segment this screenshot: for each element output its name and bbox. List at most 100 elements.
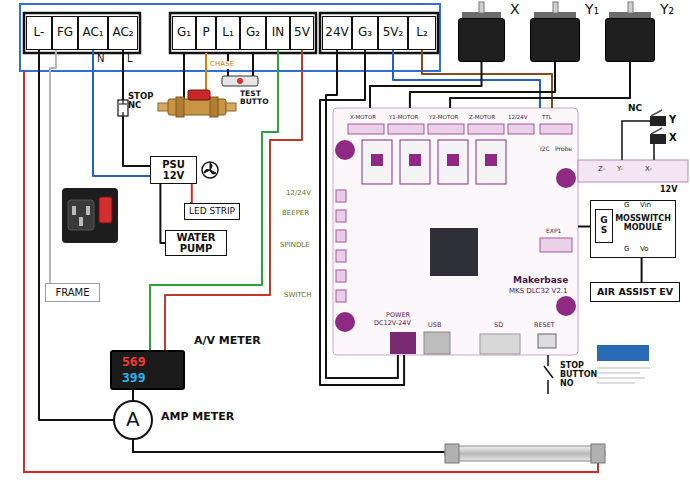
terminal: AC₁: [78, 16, 108, 50]
label-anchor: NC: [628, 104, 642, 114]
mount-hole: [335, 140, 355, 160]
node-text: X: [510, 2, 520, 17]
limit-connector-strip: [578, 160, 688, 182]
text-anchor: A/V METER: [194, 335, 261, 347]
label-anchor: SWITCH: [284, 292, 311, 300]
inlet-pin: [72, 206, 76, 215]
wire: [450, 62, 630, 108]
motor-shaft: [553, 2, 558, 13]
driver-chip: [409, 154, 421, 166]
node-text: PSU 12V: [151, 159, 196, 181]
node-text: 5V₂: [383, 26, 404, 39]
node-text: LED STRIP: [189, 207, 235, 217]
stop-button-symbol: [544, 355, 553, 394]
node-text: P: [202, 26, 209, 39]
label: Y1-MOTOR: [389, 114, 418, 120]
exp-connector: [540, 238, 572, 252]
label: Vo: [640, 246, 649, 254]
sensor-wire: [183, 53, 185, 99]
stepper-driver: [476, 140, 506, 184]
power-supply: PSU 12V: [150, 156, 197, 184]
motor-connector: [348, 124, 384, 134]
inlet-socket: [68, 200, 94, 230]
node-text: 399: [122, 371, 145, 385]
label: Probe: [555, 146, 572, 153]
node-text: 24V: [325, 26, 348, 39]
water-pump: WATER PUMP: [165, 230, 227, 256]
node-text: MKS DLC32 V2.1: [509, 288, 568, 296]
node-text: AC₁: [82, 26, 103, 39]
text-anchor: 399: [122, 371, 145, 385]
terminal-frame: [20, 4, 440, 71]
test-button: [222, 76, 258, 86]
fan-blades: [204, 163, 216, 174]
label-anchor: Vo: [640, 246, 649, 254]
label-anchor: Z-MOTOR: [469, 114, 495, 120]
label-anchor: Y2-MOTOR: [429, 114, 458, 120]
fan-icon: [202, 162, 218, 178]
node-text: A: [126, 408, 140, 430]
power-jack: [390, 332, 416, 354]
node-text: Y₂: [660, 2, 674, 17]
label-anchor: 12/24V: [508, 114, 528, 120]
terminal-group: [170, 13, 316, 53]
sensor-wire: [205, 53, 207, 90]
mcu-chip: [430, 228, 478, 276]
label-anchor: 12/24V: [286, 190, 311, 198]
label: G: [624, 246, 629, 254]
wire: [410, 62, 555, 108]
wire: [320, 50, 404, 385]
terminal: L-: [26, 16, 52, 50]
terminal: AC₂: [108, 16, 138, 50]
terminal: 5V₂: [378, 16, 408, 50]
power-connector: [508, 124, 534, 134]
frame-ground: FRAME: [45, 283, 100, 302]
wire: [190, 184, 192, 203]
node-text: IN: [272, 26, 285, 39]
node-text: 5V: [294, 26, 310, 39]
label-anchor: L: [127, 53, 133, 64]
label: Y: [669, 114, 676, 125]
label-anchor: 12V: [660, 186, 677, 195]
volt-amp-meter: 569399A/V METER: [110, 350, 185, 390]
terminal: FG: [52, 16, 78, 50]
tube-cap: [445, 444, 459, 463]
label: SPINDLE: [280, 242, 310, 250]
label: X: [669, 132, 677, 143]
label: POWER: [386, 312, 410, 319]
label-anchor: Vin: [640, 202, 651, 210]
wire: [150, 50, 278, 350]
label: L: [127, 53, 133, 64]
terminal: P: [196, 16, 216, 50]
flow-sensor-barb: [226, 103, 236, 111]
node-text: G₂: [246, 26, 260, 39]
node-text: WATER PUMP: [166, 232, 226, 254]
label: 12/24V: [508, 114, 528, 120]
node-text: L-: [34, 26, 45, 39]
terminal: G₁: [172, 16, 196, 50]
terminal: G₃: [352, 16, 378, 50]
label: G: [624, 202, 629, 210]
mount-hole: [556, 296, 576, 316]
text-anchor: Makerbase: [513, 276, 568, 286]
small-module: [597, 345, 649, 361]
label-anchor: X: [669, 132, 677, 143]
node-text: A/V METER: [194, 335, 261, 347]
stepper-motor: Y₂: [605, 18, 655, 62]
wire: [50, 50, 56, 283]
node-text: G: [600, 216, 607, 226]
label: Z-: [598, 166, 605, 174]
laser-tube: [445, 446, 605, 461]
power-inlet: [62, 188, 118, 243]
terminal: L₂: [408, 16, 436, 50]
flow-sensor-cap: [188, 90, 210, 100]
flow-sensor-nut: [176, 97, 184, 117]
label: X-MOTOR: [350, 114, 376, 120]
tube-wire: [133, 440, 445, 452]
label-anchor: Y: [669, 114, 676, 125]
button-wire: [252, 53, 254, 76]
label: N: [97, 53, 104, 64]
